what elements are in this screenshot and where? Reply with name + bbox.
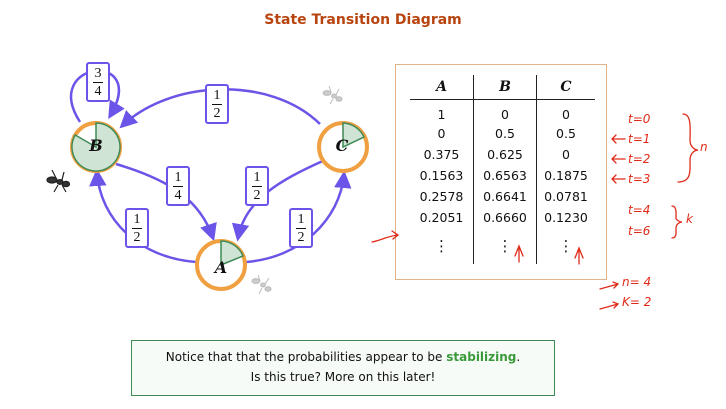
numerator: 1 xyxy=(253,169,261,185)
cell: 0 xyxy=(562,106,570,122)
cell: 0.1563 xyxy=(419,168,464,183)
ant-icon xyxy=(322,85,343,105)
probability-table: A B C 1 0 0 0 0.5 0.5 0.375 0.625 0 0.15… xyxy=(410,75,595,264)
table-row: 0 0.5 0.5 xyxy=(410,123,595,144)
arrow-left-icon xyxy=(611,174,626,184)
ellipsis: ⋮ xyxy=(473,228,537,264)
annot-t0: t=0 xyxy=(628,112,651,126)
up-arrow-icon xyxy=(514,244,524,263)
annot-k-eq: K= 2 xyxy=(622,295,652,309)
ellipsis: ⋮ xyxy=(434,237,449,255)
cell: 0.6660 xyxy=(473,207,537,228)
edge-b-to-b-prob: 3 4 xyxy=(86,62,110,102)
notice-line-2: Is this true? More on this later! xyxy=(250,370,436,384)
annot-t6: t=6 xyxy=(628,224,651,238)
cell: 0.6563 xyxy=(473,165,537,186)
col-header-c: C xyxy=(536,75,595,100)
cell: 0.1230 xyxy=(544,210,588,225)
node-c-label: C xyxy=(335,136,349,155)
edge-a-to-c-prob: 1 2 xyxy=(289,208,313,248)
table-row: 0.375 0.625 0 xyxy=(410,144,595,165)
annot-t1: t=1 xyxy=(628,132,651,146)
notice-text: Notice that that the probabilities appea… xyxy=(165,350,447,364)
arrow-right-icon xyxy=(599,301,620,310)
cell: 1 xyxy=(437,106,446,122)
col-header-a: A xyxy=(410,75,474,100)
annot-k: k xyxy=(686,212,693,226)
table-row: 0.2578 0.6641 0.0781 xyxy=(410,186,595,207)
numerator: 1 xyxy=(133,211,141,227)
up-arrow-icon xyxy=(574,246,584,265)
cell: 0.6641 xyxy=(473,186,537,207)
node-b xyxy=(70,121,122,173)
edge-c-to-b-prob: 1 2 xyxy=(205,84,229,124)
denominator: 4 xyxy=(174,187,182,203)
table-row: 0.1563 0.6563 0.1875 xyxy=(410,165,595,186)
ant-icon xyxy=(251,274,272,295)
denominator: 2 xyxy=(213,105,221,121)
annot-t2: t=2 xyxy=(628,152,651,166)
diagram-title: State Transition Diagram xyxy=(264,12,462,28)
cell: 0.2051 xyxy=(419,210,464,225)
table-header-row: A B C xyxy=(410,75,595,100)
notice-highlight: stabilizing xyxy=(446,350,517,364)
edge-b-to-a-prob: 1 4 xyxy=(166,166,190,206)
cell: 0.0781 xyxy=(544,189,588,204)
annot-n-eq: n= 4 xyxy=(622,275,652,289)
denominator: 2 xyxy=(253,187,261,203)
table-row: 1 0 0 xyxy=(410,99,595,123)
notice-line-1: Notice that that the probabilities appea… xyxy=(132,350,554,364)
probability-table-panel: A B C 1 0 0 0 0.5 0.5 0.375 0.625 0 0.15… xyxy=(395,64,607,280)
numerator: 1 xyxy=(297,211,305,227)
edge-c-to-a-prob: 1 2 xyxy=(245,166,269,206)
denominator: 4 xyxy=(94,83,102,99)
cell: 0.5 xyxy=(556,126,576,141)
denominator: 2 xyxy=(133,229,141,245)
col-header-b: B xyxy=(473,75,537,100)
cell: 0.2578 xyxy=(419,189,464,204)
numerator: 1 xyxy=(174,169,182,185)
cell: 0.625 xyxy=(473,144,537,165)
numerator: 3 xyxy=(94,65,102,81)
cell: 0 xyxy=(473,99,537,123)
arrow-left-icon xyxy=(611,134,626,144)
annot-n: n xyxy=(700,140,708,154)
denominator: 2 xyxy=(297,229,305,245)
brace-k xyxy=(671,205,683,239)
numerator: 1 xyxy=(213,87,221,103)
node-a-label: A xyxy=(214,258,228,277)
annot-t3: t=3 xyxy=(628,172,651,186)
cell: 0 xyxy=(437,126,446,141)
notice-box: Notice that that the probabilities appea… xyxy=(131,340,555,396)
node-c xyxy=(317,121,369,173)
node-b-label: B xyxy=(89,136,103,155)
notice-period: . xyxy=(516,350,521,364)
node-a xyxy=(195,239,247,291)
cell: 0 xyxy=(562,147,570,162)
annot-t4: t=4 xyxy=(628,203,651,217)
edge-a-to-c xyxy=(245,170,352,264)
arrow-right-icon xyxy=(599,281,620,290)
ant-icon xyxy=(46,169,71,193)
cell: 0.1875 xyxy=(544,168,588,183)
edge-a-to-b-prob: 1 2 xyxy=(125,208,149,248)
table-row: 0.2051 0.6660 0.1230 xyxy=(410,207,595,228)
arrow-right-icon xyxy=(371,230,400,243)
cell: 0.375 xyxy=(423,147,460,162)
brace-n xyxy=(677,113,699,183)
ellipsis: ⋮ xyxy=(558,237,574,255)
arrow-left-icon xyxy=(611,154,626,164)
cell: 0.5 xyxy=(473,123,537,144)
table-row-ellipsis: ⋮ ⋮ ⋮ xyxy=(410,228,595,264)
